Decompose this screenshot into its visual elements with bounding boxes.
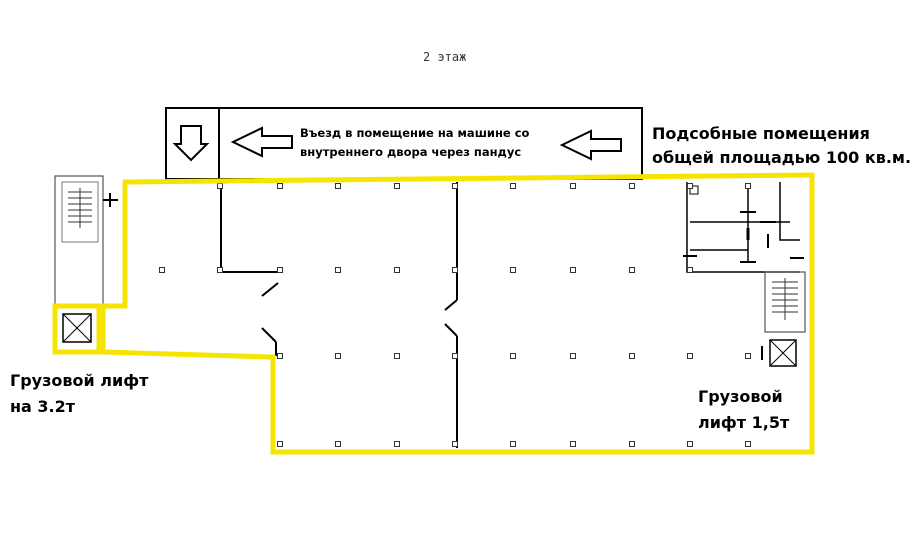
floor-label: 2 этаж xyxy=(423,50,467,64)
column-marker xyxy=(687,353,693,359)
column-marker xyxy=(452,441,458,447)
column-marker xyxy=(510,267,516,273)
aux-rooms-block xyxy=(683,182,804,273)
column-marker xyxy=(629,441,635,447)
column-marker xyxy=(570,441,576,447)
column-marker xyxy=(687,183,693,189)
column-grid xyxy=(159,183,751,447)
column-marker xyxy=(629,183,635,189)
column-marker xyxy=(510,441,516,447)
aux-rooms-line2: общей площадью 100 кв.м. xyxy=(652,148,911,167)
lift-right-line1: Грузовой xyxy=(698,387,783,406)
column-marker xyxy=(570,267,576,273)
rented-area-outline xyxy=(100,172,815,455)
aux-rooms-label: Подсобные помещения общей площадью 100 к… xyxy=(652,122,911,170)
column-marker xyxy=(452,267,458,273)
entry-note: Въезд в помещение на машине со внутренне… xyxy=(300,124,529,162)
column-marker xyxy=(159,267,165,273)
column-marker xyxy=(687,267,693,273)
column-marker xyxy=(335,267,341,273)
left-lift xyxy=(52,303,102,355)
column-marker xyxy=(629,353,635,359)
lift-right-label: Грузовой лифт 1,5т xyxy=(698,384,789,436)
column-marker xyxy=(277,353,283,359)
column-marker xyxy=(394,267,400,273)
column-marker xyxy=(217,267,223,273)
column-marker xyxy=(452,353,458,359)
column-marker xyxy=(745,441,751,447)
column-marker xyxy=(394,441,400,447)
interior-walls xyxy=(166,180,458,448)
column-marker xyxy=(570,353,576,359)
column-marker xyxy=(629,267,635,273)
column-marker xyxy=(335,353,341,359)
entry-note-line1: Въезд в помещение на машине со xyxy=(300,126,530,140)
column-marker xyxy=(687,441,693,447)
column-marker xyxy=(745,183,751,189)
entrance-box xyxy=(165,107,643,180)
aux-rooms-line1: Подсобные помещения xyxy=(652,124,870,143)
column-marker xyxy=(510,183,516,189)
lift-right-line2: лифт 1,5т xyxy=(698,413,790,432)
stairs-icon xyxy=(772,278,798,320)
column-marker xyxy=(277,183,283,189)
stairs-icon xyxy=(68,188,92,228)
down-arrow-icon xyxy=(172,125,210,162)
lift-left-line2: на 3.2т xyxy=(10,397,76,416)
lift-cross-icon xyxy=(62,313,92,343)
lift-left-label: Грузовой лифт на 3.2т xyxy=(10,368,148,420)
column-marker xyxy=(394,353,400,359)
left-arrow-icon xyxy=(559,129,622,161)
column-marker xyxy=(510,353,516,359)
column-marker xyxy=(335,441,341,447)
column-marker xyxy=(570,183,576,189)
column-marker xyxy=(217,183,223,189)
column-marker xyxy=(335,183,341,189)
right-lift xyxy=(761,339,797,367)
entry-note-line2: внутреннего двора через пандус xyxy=(300,145,522,159)
column-marker xyxy=(277,441,283,447)
column-marker xyxy=(277,267,283,273)
lift-left-line1: Грузовой лифт xyxy=(10,371,149,390)
column-marker xyxy=(745,353,751,359)
left-stair-block xyxy=(54,175,118,307)
left-arrow-icon xyxy=(230,126,293,158)
column-marker xyxy=(394,183,400,189)
lift-cross-icon xyxy=(769,339,797,367)
right-stair-block xyxy=(764,271,806,333)
column-marker xyxy=(452,183,458,189)
